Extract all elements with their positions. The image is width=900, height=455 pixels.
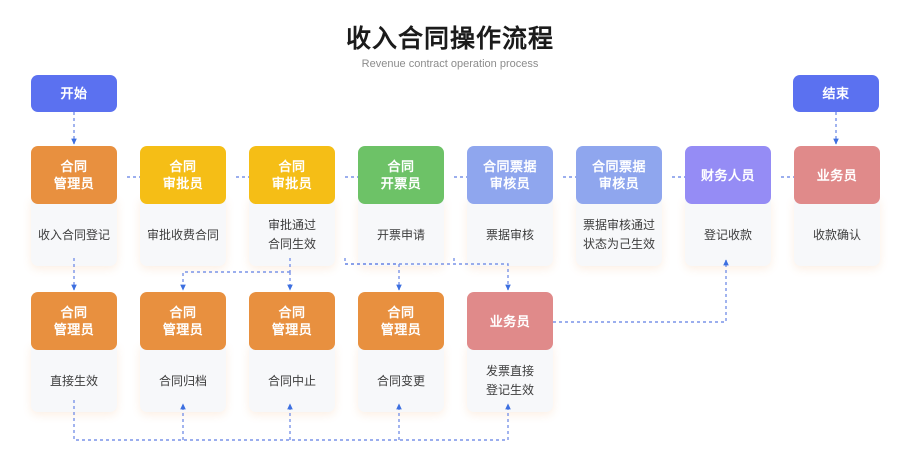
process-node[interactable]: 发票直接登记生效 业务员 — [467, 292, 553, 412]
node-action-line: 合同中止 — [267, 373, 316, 388]
node-action-text: 收入合同登记 — [31, 198, 117, 266]
node-action-text: 发票直接登记生效 — [467, 344, 553, 412]
node-role-line: 业务员 — [816, 167, 858, 183]
node-action-line: 合同归档 — [158, 373, 207, 388]
node-action-line: 收款确认 — [812, 227, 861, 242]
node-role-line: 合同 — [278, 159, 306, 174]
process-node[interactable]: 票据审核 合同票据审核员 — [467, 146, 553, 266]
title-block: 收入合同操作流程 Revenue contract operation proc… — [0, 24, 900, 72]
wire-invoice-to-sales-bottom — [345, 263, 511, 291]
process-node[interactable]: 直接生效合同管理员 — [31, 292, 117, 412]
node-action-line: 票据审核 — [485, 227, 534, 242]
node-action-text: 票据审核通过状态为己生效 — [576, 198, 662, 266]
node-action-line: 开票申请 — [376, 227, 425, 242]
node-role-header[interactable]: 合同管理员 — [140, 292, 226, 350]
node-role-line: 合同 — [278, 305, 306, 320]
node-role-header[interactable]: 合同管理员 — [31, 292, 117, 350]
process-node[interactable]: 合同中止合同管理员 — [249, 292, 335, 412]
process-node[interactable]: 登记收款财务人员 — [685, 146, 771, 266]
node-role-line: 开票员 — [380, 176, 422, 191]
node-action-text: 直接生效 — [31, 344, 117, 412]
node-role-header[interactable]: 合同票据审核员 — [467, 146, 553, 204]
node-action-line: 票据审核通过 — [582, 218, 655, 232]
node-role-line: 管理员 — [53, 176, 95, 191]
terminal-end[interactable]: 结束 — [793, 75, 879, 112]
node-action-text: 审批收费合同 — [140, 198, 226, 266]
node-action-text: 登记收款 — [685, 198, 771, 266]
node-role-line: 审批员 — [162, 176, 204, 191]
process-node[interactable]: 收款确认业务员 — [794, 146, 880, 266]
node-role-line: 合同 — [60, 305, 88, 320]
node-role-line: 合同 — [387, 305, 415, 320]
node-role-line: 合同 — [387, 159, 415, 174]
process-node[interactable]: 合同变更合同管理员 — [358, 292, 444, 412]
node-role-header[interactable]: 合同管理员 — [249, 292, 335, 350]
node-action-line: 审批收费合同 — [146, 227, 219, 242]
terminal-start[interactable]: 开始 — [31, 75, 117, 112]
node-role-header[interactable]: 合同审批员 — [249, 146, 335, 204]
node-role-header[interactable]: 合同审批员 — [140, 146, 226, 204]
node-action-text: 票据审核 — [467, 198, 553, 266]
node-role-header[interactable]: 合同管理员 — [358, 292, 444, 350]
node-role-line: 审批员 — [271, 176, 313, 191]
node-action-line: 合同生效 — [267, 237, 316, 251]
node-role-line: 合同 — [60, 159, 88, 174]
process-node[interactable]: 收入合同登记合同管理员 — [31, 146, 117, 266]
node-action-line: 发票直接 — [485, 364, 534, 378]
node-role-line: 合同票据 — [591, 159, 646, 174]
node-role-header[interactable]: 业务员 — [467, 292, 553, 350]
node-role-line: 合同票据 — [482, 159, 537, 174]
node-role-line: 管理员 — [271, 322, 313, 337]
node-role-line: 管理员 — [380, 322, 422, 337]
node-role-line: 合同 — [169, 305, 197, 320]
node-role-header[interactable]: 合同票据审核员 — [576, 146, 662, 204]
node-action-text: 审批通过合同生效 — [249, 198, 335, 266]
node-role-line: 业务员 — [489, 313, 531, 329]
terminal-start-label: 开始 — [60, 86, 88, 101]
terminal-end-label: 结束 — [822, 86, 850, 101]
node-action-text: 合同变更 — [358, 344, 444, 412]
node-role-header[interactable]: 业务员 — [794, 146, 880, 204]
process-node[interactable]: 审批通过合同生效合同审批员 — [249, 146, 335, 266]
node-action-line: 登记生效 — [485, 383, 534, 397]
node-action-line: 直接生效 — [49, 373, 98, 388]
node-role-header[interactable]: 合同开票员 — [358, 146, 444, 204]
node-action-text: 收款确认 — [794, 198, 880, 266]
node-action-text: 开票申请 — [358, 198, 444, 266]
node-role-line: 审核员 — [489, 176, 531, 191]
node-role-line: 合同 — [169, 159, 197, 174]
wire-approve-to-archive — [180, 271, 290, 291]
process-node[interactable]: 审批收费合同合同审批员 — [140, 146, 226, 266]
node-role-line: 财务人员 — [700, 167, 755, 183]
node-role-line: 管理员 — [53, 322, 95, 337]
node-action-line: 登记收款 — [703, 227, 752, 242]
node-role-header[interactable]: 合同管理员 — [31, 146, 117, 204]
node-action-text: 合同归档 — [140, 344, 226, 412]
node-action-line: 状态为己生效 — [582, 237, 655, 251]
node-action-text: 合同中止 — [249, 344, 335, 412]
process-node[interactable]: 合同归档合同管理员 — [140, 292, 226, 412]
node-role-header[interactable]: 财务人员 — [685, 146, 771, 204]
wire-sales-bottom-to-finance — [553, 259, 729, 323]
node-role-line: 管理员 — [162, 322, 204, 337]
node-role-line: 审核员 — [598, 176, 640, 191]
process-node[interactable]: 开票申请合同开票员 — [358, 146, 444, 266]
page-subtitle: Revenue contract operation process — [361, 58, 539, 70]
node-action-line: 收入合同登记 — [37, 227, 110, 242]
node-action-line: 审批通过 — [267, 218, 316, 232]
page-title: 收入合同操作流程 — [345, 25, 554, 53]
process-node[interactable]: 票据审核通过状态为己生效合同票据审核员 — [576, 146, 662, 266]
node-action-line: 合同变更 — [376, 373, 425, 388]
